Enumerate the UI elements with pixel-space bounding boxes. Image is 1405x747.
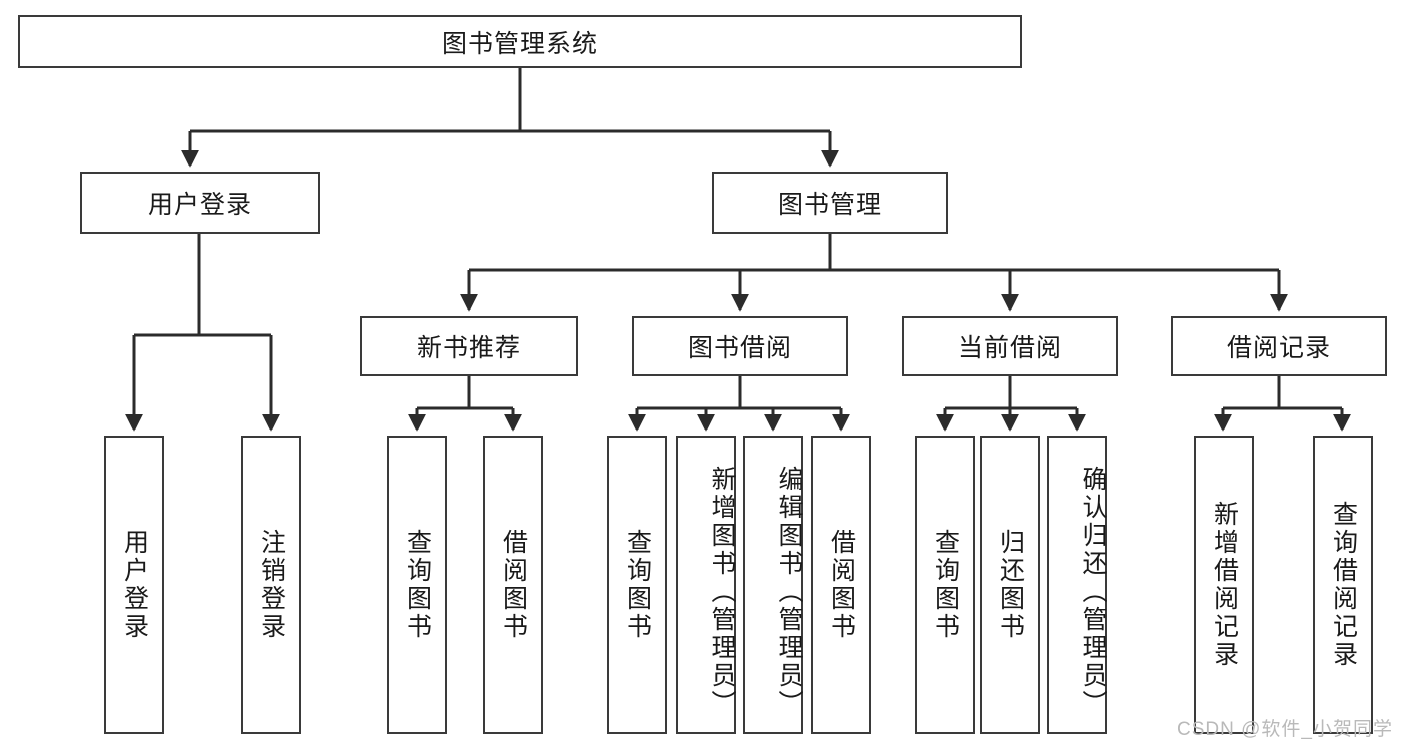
node-label: 借阅图书 — [499, 529, 528, 641]
node-borrow-record[interactable]: 借阅记录 — [1171, 316, 1387, 376]
node-label: 新书推荐 — [416, 334, 521, 362]
node-label: 图书借阅 — [687, 334, 792, 362]
leaf-current-borrow-confirm-return-admin[interactable]: 确认归还（管理员） — [1047, 436, 1107, 734]
node-current-borrow[interactable]: 当前借阅 — [902, 316, 1118, 376]
node-book-borrow[interactable]: 图书借阅 — [632, 316, 848, 376]
node-label: 图书管理系统 — [441, 29, 598, 58]
leaf-book-borrow-add-book-admin[interactable]: 新增图书（管理员） — [676, 436, 736, 734]
node-label: 用户登录 — [120, 529, 149, 641]
node-label: 图书管理 — [777, 191, 882, 219]
leaf-borrow-record-query-record[interactable]: 查询借阅记录 — [1313, 436, 1373, 734]
leaf-borrow-record-add-record[interactable]: 新增借阅记录 — [1194, 436, 1254, 734]
node-label: 查询借阅记录 — [1329, 501, 1358, 669]
node-user-login[interactable]: 用户登录 — [80, 172, 320, 234]
leaf-user-login-logout[interactable]: 注销登录 — [241, 436, 301, 734]
node-label: 当前借阅 — [957, 334, 1062, 362]
leaf-current-borrow-return-book[interactable]: 归还图书 — [980, 436, 1040, 734]
leaf-new-book-borrow-book[interactable]: 借阅图书 — [483, 436, 543, 734]
watermark-text: CSDN @软件_小贺同学 — [1177, 719, 1393, 740]
node-label: 归还图书 — [996, 529, 1025, 641]
node-label: 查询图书 — [931, 529, 960, 641]
node-label: 注销登录 — [257, 529, 286, 641]
node-new-book-recommend[interactable]: 新书推荐 — [360, 316, 578, 376]
leaf-book-borrow-borrow-book[interactable]: 借阅图书 — [811, 436, 871, 734]
leaf-new-book-query-book[interactable]: 查询图书 — [387, 436, 447, 734]
node-book-management[interactable]: 图书管理 — [712, 172, 948, 234]
leaf-book-borrow-query-book[interactable]: 查询图书 — [607, 436, 667, 734]
node-root-book-management-system[interactable]: 图书管理系统 — [18, 15, 1022, 68]
node-label: 新增借阅记录 — [1210, 501, 1239, 669]
node-label: 用户登录 — [147, 191, 252, 219]
node-label: 新增图书（管理员） — [708, 466, 736, 718]
node-label: 确认归还（管理员） — [1079, 466, 1107, 718]
leaf-user-login-login[interactable]: 用户登录 — [104, 436, 164, 734]
node-label: 借阅图书 — [827, 529, 856, 641]
node-label: 借阅记录 — [1226, 334, 1331, 362]
leaf-book-borrow-edit-book-admin[interactable]: 编辑图书（管理员） — [743, 436, 803, 734]
node-label: 编辑图书（管理员） — [775, 466, 803, 718]
node-label: 查询图书 — [623, 529, 652, 641]
leaf-current-borrow-query-book[interactable]: 查询图书 — [915, 436, 975, 734]
node-label: 查询图书 — [403, 529, 432, 641]
